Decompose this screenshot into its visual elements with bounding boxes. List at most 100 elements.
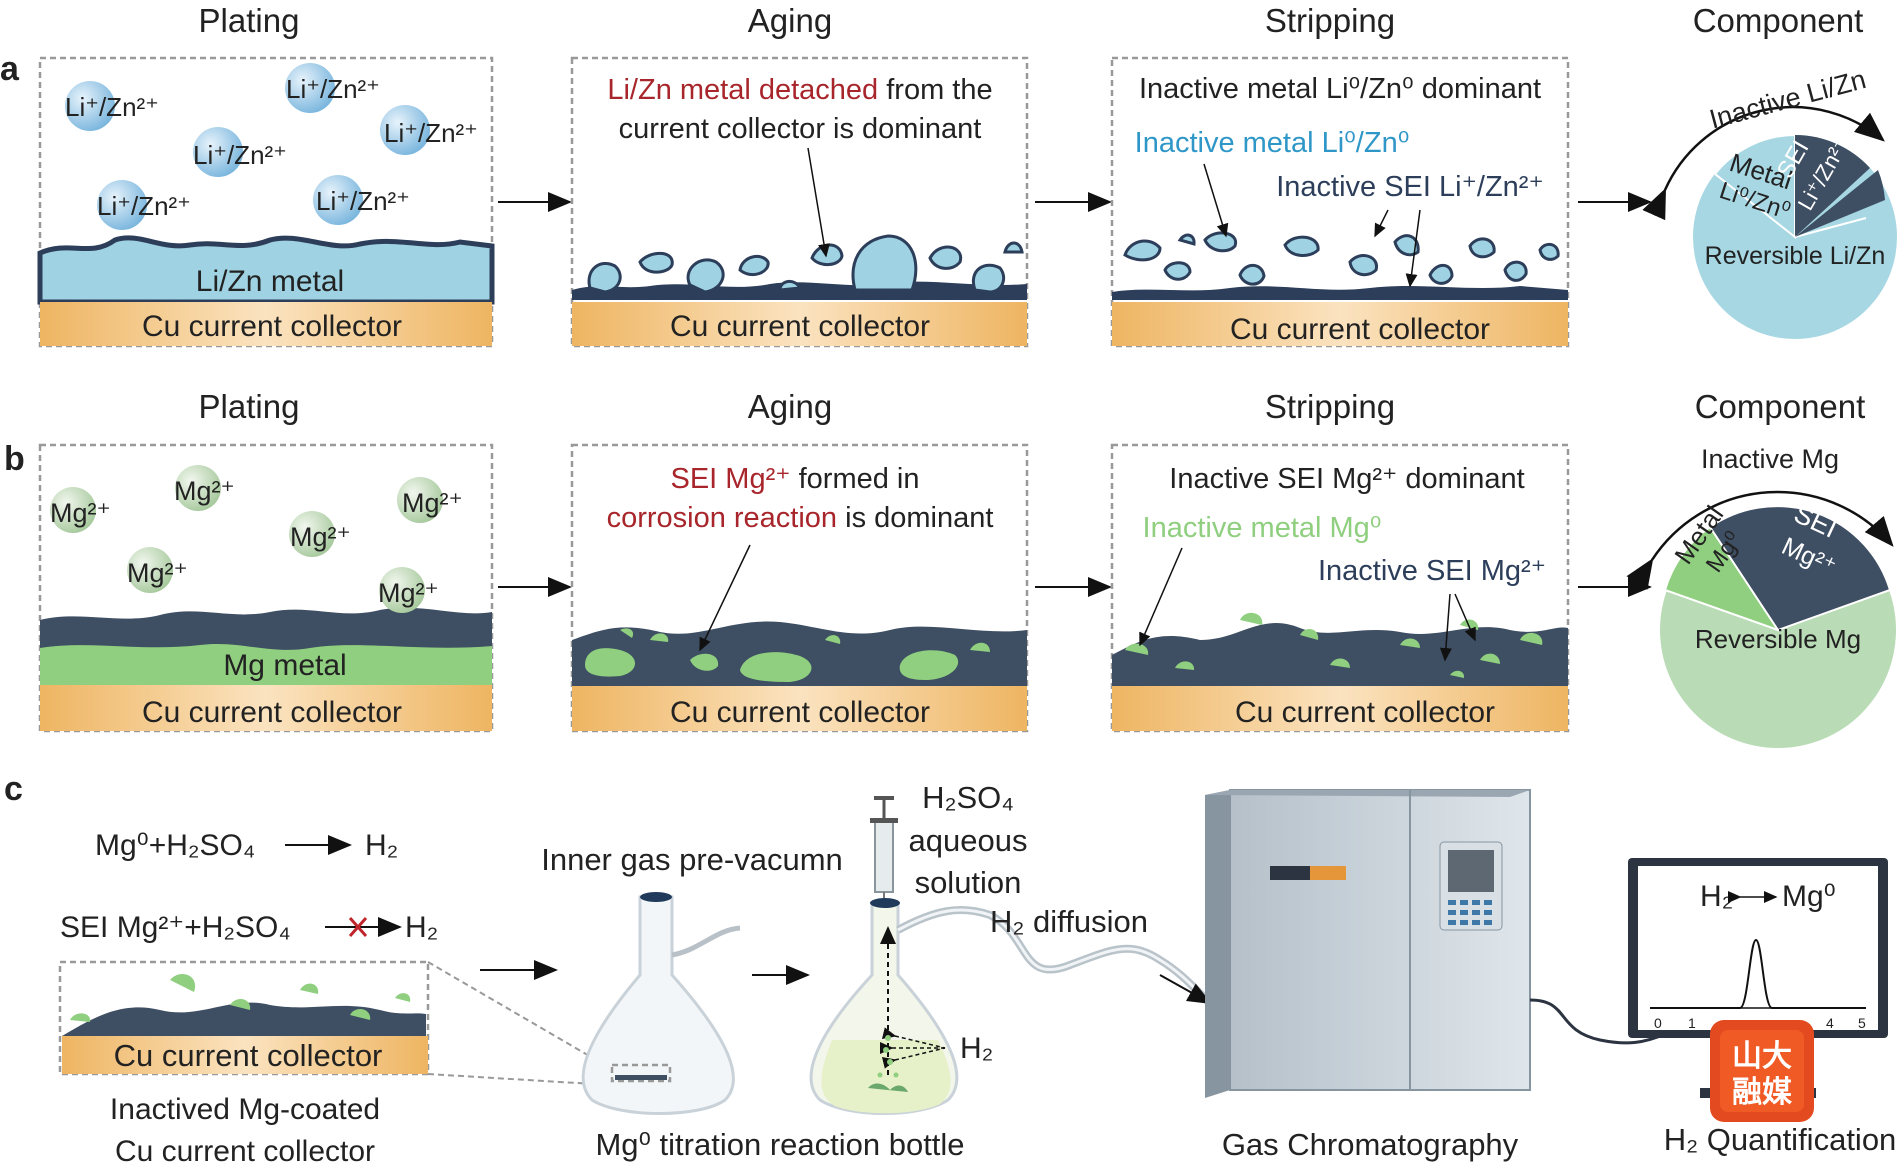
aging-box-b: Cu current collector SEI Mg²⁺ formed in … [570,443,1029,733]
watermark-logo: 山大 融媒 [1710,1020,1814,1122]
stripping-box-a: Cu current collector Inactive metal Li⁰/… [1110,56,1570,348]
strip-annotation-b-navy: Inactive SEI Mg²⁺ [1318,555,1546,587]
mg-metal-label: Mg metal [223,649,346,682]
cu-label-b3: Cu current collector [1235,696,1495,729]
equation-2-right: H₂ [405,911,438,944]
cu-collector-b3 [1112,686,1568,731]
li-metal-layer [37,235,495,305]
watermark-text-1: 山大 [1732,1039,1792,1074]
cu-label-c: Cu current collector [114,1038,383,1073]
equation-1-right: H₂ [365,829,398,862]
chromatogram-peak [1650,938,1866,1009]
strip-annotation-b-top: Inactive SEI Mg²⁺ dominant [1169,463,1524,495]
stage-title-plating-a: Plating [199,2,300,39]
stage-title-stripping-b: Stripping [1265,388,1395,425]
mg-ion-label: Mg²⁺ [378,578,439,608]
row-b: Plating Aging Stripping Component Mg met… [38,388,1896,748]
li-ion-label: Li⁺/Zn²⁺ [316,186,410,216]
li-ion-label: Li⁺/Zn²⁺ [65,92,159,122]
stripping-box-b: Cu current collector Inactive SEI Mg²⁺ d… [1110,443,1570,733]
aging-pointer-b [699,544,751,652]
li-metal-label: Li/Zn metal [196,265,344,298]
panel-label-a: a [0,50,20,88]
monitor-tick: 5 [1858,1015,1866,1031]
acid-label-2: aqueous [909,823,1028,858]
component-pie-a: Inactive Li/Zn Metal Li⁰/Zn⁰ SEI Li⁺/Zn²… [1642,64,1897,339]
plating-box-b: Mg metal Cu current collector Mg²⁺ Mg²⁺ … [38,443,494,733]
quant-caption: H₂ Quantification [1664,1122,1897,1157]
no-reaction-cross-icon [348,917,368,937]
pie-b-reversible-label: Reversible Mg [1695,624,1861,654]
strip-annotation-b-green: Inactive metal Mg⁰ [1143,512,1382,544]
monitor-tick: 0 [1654,1015,1662,1031]
watermark-text-2: 融媒 [1732,1075,1793,1110]
stage-title-aging-a: Aging [748,2,832,39]
monitor-label-right: Mg⁰ [1782,880,1836,913]
plating-box-a: Li/Zn metal Cu current collector Li⁺/Zn²… [37,56,495,348]
pie-b-arc [1626,490,1894,590]
li-ion-label: Li⁺/Zn²⁺ [193,140,287,170]
monitor-label-left: H₂ [1700,880,1733,913]
mg-ion-label: Mg²⁺ [290,522,351,552]
cu-label-a1: Cu current collector [142,310,402,343]
pie-a-reversible-label: Reversible Li/Zn [1705,242,1886,270]
strip-annotation-a-navy: Inactive SEI Li⁺/Zn²⁺ [1276,171,1544,203]
mg-ion-label: Mg²⁺ [174,476,235,506]
flask-reaction [809,898,959,1115]
sample-caption-line1: Inactived Mg-coated [110,1093,380,1126]
stage-title-component-b: Component [1695,388,1866,425]
component-pie-b: Inactive Mg Metal Mg⁰ SEI Mg²⁺ Reversibl… [1626,444,1896,748]
mg-ion-label: Mg²⁺ [402,488,463,518]
cu-collector-c [62,1036,428,1074]
mg-ion-label: Mg²⁺ [127,558,188,588]
panel-label-c: c [4,770,23,808]
stage-title-plating-b: Plating [199,388,300,425]
cu-label-b2: Cu current collector [670,696,930,729]
cu-collector-b2 [572,686,1027,731]
stage-title-stripping-a: Stripping [1265,2,1395,39]
strip-pointer-a-navy1 [1374,209,1389,238]
syringe-icon [870,796,898,900]
stage-title-aging-b: Aging [748,388,832,425]
cu-label-a3: Cu current collector [1230,313,1490,346]
monitor-tick: 1 [1688,1015,1696,1031]
cu-collector-a2 [572,302,1027,346]
cu-collector-b1 [40,685,492,731]
li-ions: Li⁺/Zn²⁺ Li⁺/Zn²⁺ Li⁺/Zn²⁺ Li⁺/Zn²⁺ Li⁺/… [65,63,478,230]
sample-caption-line2: Cu current collector [115,1135,375,1168]
arrow-c3 [1159,974,1212,1004]
aging-annotation-b-line1: SEI Mg²⁺ formed in [670,463,919,495]
mg-ions: Mg²⁺ Mg²⁺ Mg²⁺ Mg²⁺ Mg²⁺ Mg²⁺ [50,465,463,613]
pie-a-arc-label: Inactive Li/Zn [1706,64,1869,135]
mg-ion-label: Mg²⁺ [50,498,111,528]
cu-collector-a1 [40,302,492,346]
monitor-tick: 4 [1826,1015,1834,1031]
strip-pointer-b-navy2 [1439,593,1452,662]
strip-pointer-b-navy1 [1454,593,1476,642]
aging-box-a: Cu current collector Li/Zn metal detache… [570,56,1029,348]
strip-annotation-a-top: Inactive metal Li⁰/Zn⁰ dominant [1139,73,1541,105]
pre-vacuum-label: Inner gas pre-vacumn [541,842,843,877]
panel-label-b: b [4,440,25,478]
aging-annotation-a-line2: current collector is dominant [619,113,982,145]
stage-title-component-a: Component [1693,2,1864,39]
acid-label-3: solution [915,865,1022,900]
pie-b-arc-label: Inactive Mg [1701,444,1839,474]
equation-1-left: Mg⁰+H₂SO₄ [95,829,255,862]
li-ion-label: Li⁺/Zn²⁺ [97,191,191,221]
strip-annotation-a-blue: Inactive metal Li⁰/Zn⁰ [1135,127,1410,159]
flask-empty [581,892,741,1115]
gc-caption: Gas Chromatography [1222,1127,1519,1162]
gas-chromatograph [1205,789,1531,1098]
equation-2-left: SEI Mg²⁺+H₂SO₄ [60,911,291,944]
li-ion-label: Li⁺/Zn²⁺ [384,118,478,148]
li-ion-label: Li⁺/Zn²⁺ [286,74,380,104]
aging-annotation-b-line2: corrosion reaction is dominant [607,502,994,534]
pie-a-arc [1642,105,1885,221]
cu-label-a2: Cu current collector [670,310,930,343]
acid-label-1: H₂SO₄ [922,780,1014,815]
aging-pointer-a [807,147,830,258]
strip-pointer-b-green [1139,547,1183,647]
strip-pointer-a-navy2 [1405,209,1421,288]
